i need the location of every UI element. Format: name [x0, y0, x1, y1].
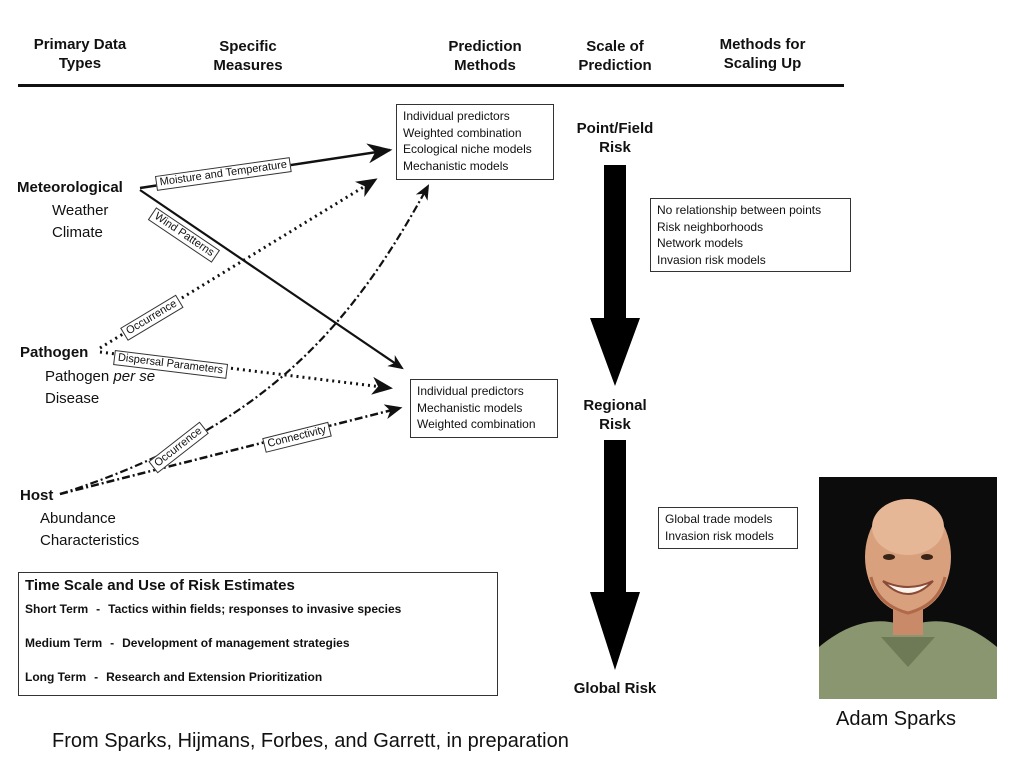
- method-item: Mechanistic models: [403, 158, 509, 173]
- legend-description: Research and Extension Prioritization: [106, 670, 323, 684]
- legend-term: Long Term: [25, 670, 87, 684]
- method-item: Ecological niche models: [403, 142, 532, 156]
- scale-line: Risk: [599, 139, 631, 156]
- header-line: Methods for: [719, 36, 806, 53]
- scale-line: Global Risk: [573, 680, 657, 697]
- header-line: Specific: [219, 38, 277, 55]
- scaling-box-point-to-regional: No relationship between points Risk neig…: [650, 198, 851, 272]
- scaling-item: Risk neighborhoods: [657, 219, 764, 234]
- scaling-item: Invasion risk models: [665, 528, 774, 543]
- detail-line: Disease: [45, 390, 100, 407]
- source-meteorological-details: Weather Climate: [52, 200, 108, 244]
- detail-line: Pathogen per se: [45, 366, 155, 388]
- time-scale-legend: Time Scale and Use of Risk Estimates Sho…: [18, 572, 498, 696]
- legend-separator: -: [94, 670, 99, 684]
- detail-line: Climate: [52, 224, 103, 241]
- legend-term: Short Term: [25, 602, 89, 616]
- scale-line: Regional: [583, 397, 647, 414]
- method-item: Individual predictors: [403, 109, 510, 123]
- source-pathogen-details: Pathogen per se Disease: [45, 366, 155, 410]
- scaling-item: Invasion risk models: [657, 252, 766, 267]
- scale-regional-risk: Regional Risk: [560, 396, 670, 434]
- scaling-item: Global trade models: [665, 512, 773, 526]
- source-host-details: Abundance Characteristics: [40, 508, 139, 552]
- point-prediction-methods-box: Individual predictors Weighted combinati…: [396, 104, 554, 180]
- header-line: Prediction: [448, 38, 522, 55]
- header-line: Primary Data: [33, 36, 127, 53]
- method-item: Weighted combination: [403, 125, 522, 140]
- legend-title: Time Scale and Use of Risk Estimates: [25, 577, 295, 594]
- scaling-box-regional-to-global: Global trade models Invasion risk models: [658, 507, 798, 549]
- detail-line: Characteristics: [40, 532, 140, 549]
- legend-row-short-term: Short Term-Tactics within fields; respon…: [25, 602, 491, 636]
- header-primary-data-types: Primary Data Types: [20, 35, 140, 73]
- source-pathogen: Pathogen: [20, 344, 89, 361]
- scale-line: Point/Field: [576, 120, 654, 137]
- method-item: Mechanistic models: [417, 400, 523, 415]
- header-line: Scale of: [586, 38, 644, 55]
- legend-separator: -: [110, 636, 115, 650]
- legend-row-long-term: Long Term-Research and Extension Priorit…: [25, 670, 491, 704]
- header-scale-of-prediction: Scale of Prediction: [555, 37, 675, 75]
- method-item: Individual predictors: [417, 384, 524, 398]
- header-line: Prediction: [578, 57, 652, 74]
- regional-prediction-methods-box: Individual predictors Mechanistic models…: [410, 379, 558, 438]
- portrait-image: [819, 477, 997, 699]
- author-photo: [819, 477, 997, 699]
- scale-point-field-risk: Point/Field Risk: [560, 119, 670, 157]
- scaling-item: No relationship between points: [657, 203, 822, 217]
- scale-arrow-regional-to-global: [590, 440, 640, 670]
- header-specific-measures: Specific Measures: [188, 37, 308, 75]
- detail-line: Abundance: [40, 510, 116, 527]
- header-line: Measures: [213, 57, 283, 74]
- scale-line: Risk: [599, 416, 631, 433]
- header-line: Scaling Up: [723, 55, 802, 72]
- arrow-meteorological-to-regional-methods: [139, 189, 404, 370]
- scaling-item: Network models: [657, 236, 744, 250]
- citation: From Sparks, Hijmans, Forbes, and Garret…: [52, 730, 569, 752]
- source-host: Host: [20, 487, 54, 504]
- header-line: Methods: [454, 57, 516, 74]
- method-item: Weighted combination: [417, 417, 536, 431]
- legend-term: Medium Term: [25, 636, 103, 650]
- header-line: Types: [58, 55, 102, 72]
- legend-description: Development of management strategies: [122, 636, 350, 650]
- legend-description: Tactics within fields; responses to inva…: [108, 602, 402, 616]
- source-meteorological: Meteorological: [17, 179, 123, 196]
- arrow-host-to-regional-methods: [59, 404, 403, 496]
- detail-text: Pathogen: [45, 368, 114, 385]
- detail-italic: per se: [113, 368, 156, 385]
- detail-line: Weather: [52, 202, 109, 219]
- header-rule: [18, 84, 844, 87]
- header-prediction-methods: Prediction Methods: [425, 37, 545, 75]
- arrow-host-to-point-methods: [59, 184, 430, 496]
- scale-arrow-point-to-regional: [590, 165, 640, 386]
- legend-separator: -: [96, 602, 101, 616]
- scale-global-risk: Global Risk: [555, 679, 675, 698]
- header-methods-for-scaling-up: Methods for Scaling Up: [700, 35, 825, 73]
- photo-caption: Adam Sparks: [836, 708, 957, 730]
- legend-row-medium-term: Medium Term-Development of management st…: [25, 636, 491, 670]
